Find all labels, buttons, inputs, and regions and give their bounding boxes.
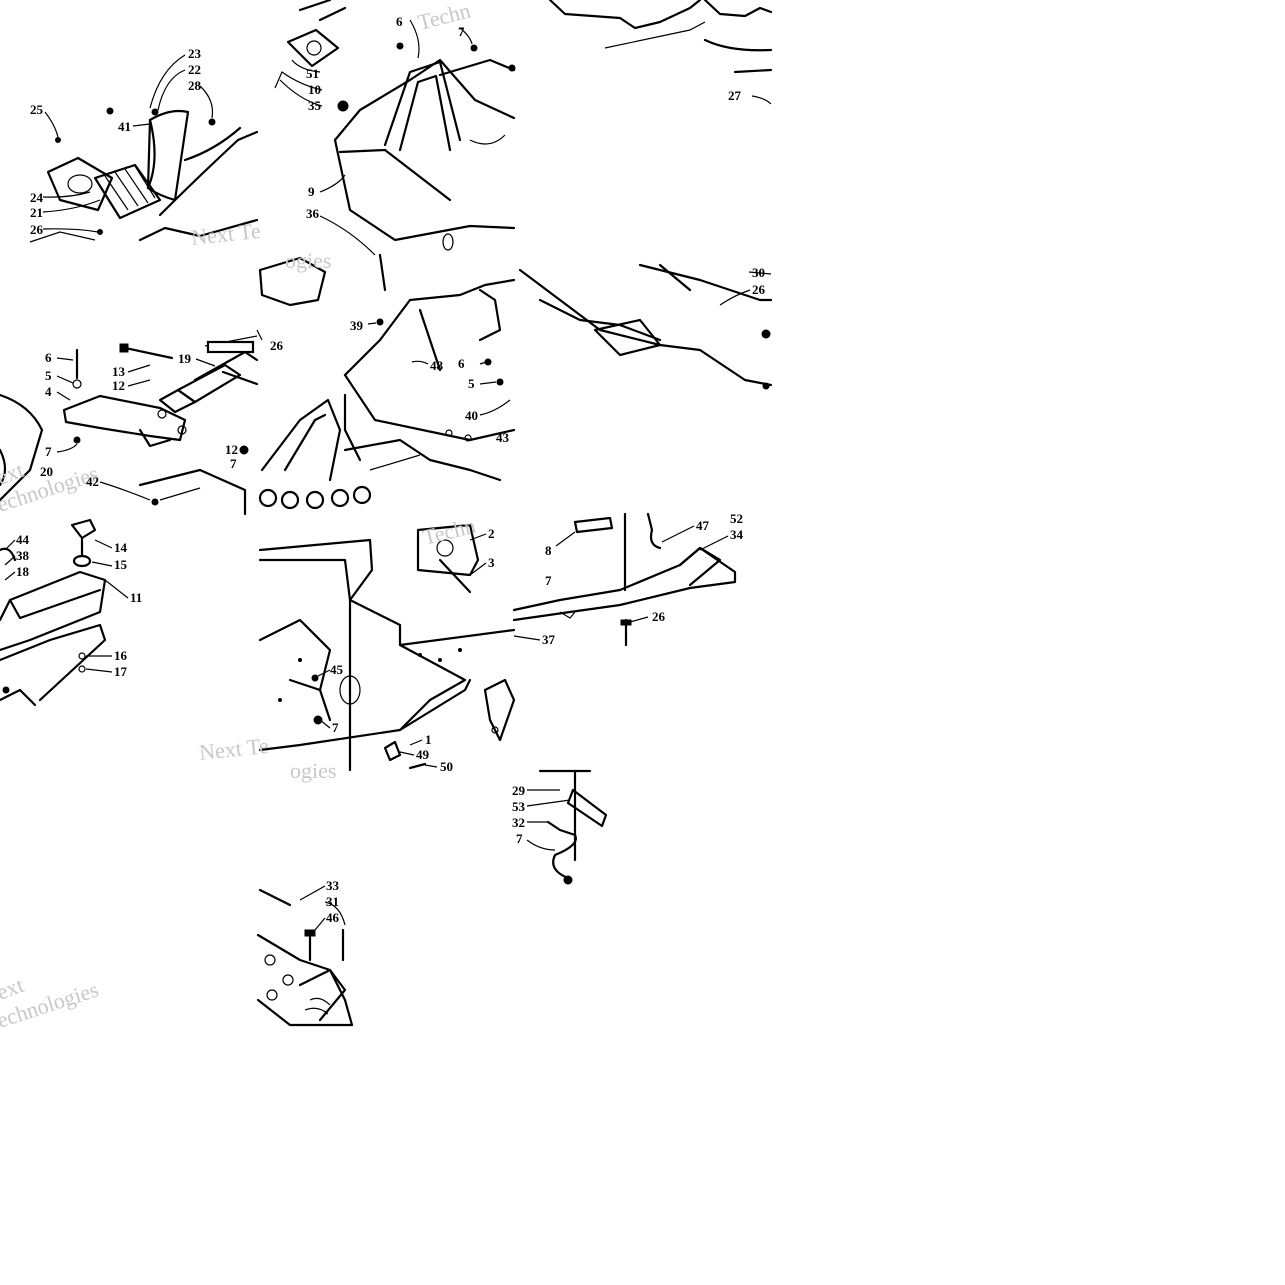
callout-46: 46 — [326, 910, 340, 925]
callout-6: 6 — [458, 356, 465, 371]
callout-18: 18 — [16, 564, 30, 579]
callout-47: 47 — [696, 518, 710, 533]
callout-44: 44 — [16, 532, 30, 547]
callout-27: 27 — [728, 88, 742, 103]
callout-13: 13 — [112, 364, 126, 379]
callout-26: 26 — [270, 338, 284, 353]
callout-29: 29 — [512, 783, 526, 798]
callout-35: 35 — [308, 98, 322, 113]
callout-20: 20 — [40, 464, 53, 479]
callout-16: 16 — [114, 648, 128, 663]
callout-7: 7 — [516, 831, 523, 846]
tile-steering-bracket — [0, 335, 259, 516]
callout-51: 51 — [306, 66, 319, 81]
callout-37: 37 — [542, 632, 556, 647]
tile-rear-tunnel — [518, 263, 773, 390]
watermark-ogies: ogies — [285, 248, 331, 273]
callout-49: 49 — [416, 747, 430, 762]
callout-7: 7 — [45, 444, 52, 459]
callout-7: 7 — [332, 720, 339, 735]
tile-hitch-plate — [256, 885, 354, 1027]
callout-39: 39 — [350, 318, 364, 333]
callout-32: 32 — [512, 815, 525, 830]
callout-7: 7 — [230, 456, 237, 471]
callout-40: 40 — [465, 408, 478, 423]
tile-main-chassis — [258, 523, 516, 772]
callout-21: 21 — [30, 205, 43, 220]
callout-5: 5 — [45, 368, 52, 383]
callout-4: 4 — [45, 384, 52, 399]
tile-exhaust-manifold — [29, 54, 259, 243]
watermark-next-te: Next Te — [190, 218, 262, 250]
callout-36: 36 — [306, 206, 320, 221]
tile-suspension-frame — [256, 253, 516, 510]
callout-30: 30 — [752, 265, 765, 280]
tile-front-bumper — [274, 0, 516, 256]
callout-25: 25 — [30, 102, 44, 117]
callout-26: 26 — [752, 282, 766, 297]
callout-42: 42 — [86, 474, 99, 489]
callout-5: 5 — [468, 376, 475, 391]
callout-2: 2 — [488, 526, 495, 541]
watermark-techn: Techn — [420, 513, 478, 550]
callout-22: 22 — [188, 62, 201, 77]
callout-53: 53 — [512, 799, 526, 814]
callout-45: 45 — [330, 662, 344, 677]
watermarks: Next Te ogies Techn ext echnologies Next… — [0, 0, 478, 1033]
callout-24: 24 — [30, 190, 44, 205]
callout-26: 26 — [30, 222, 44, 237]
callout-10: 10 — [308, 82, 321, 97]
callout-11: 11 — [130, 590, 142, 605]
callout-12: 12 — [112, 378, 125, 393]
watermark-next-te: Next Te — [198, 733, 270, 765]
callout-33: 33 — [326, 878, 340, 893]
watermark-ogies: ogies — [290, 758, 336, 783]
callout-1: 1 — [425, 732, 432, 747]
callout-3: 3 — [488, 555, 495, 570]
callout-50: 50 — [440, 759, 453, 774]
callout-52: 52 — [730, 511, 743, 526]
tile-tunnel-rail — [512, 512, 737, 647]
tile-rear-bumper-bracket — [526, 769, 608, 885]
callout-19: 19 — [178, 351, 192, 366]
callout-6: 6 — [396, 14, 403, 29]
callout-28: 28 — [188, 78, 202, 93]
callout-38: 38 — [16, 548, 30, 563]
callout-6: 6 — [45, 350, 52, 365]
callout-48: 48 — [430, 358, 444, 373]
tile-rear-section — [548, 0, 773, 105]
callout-41: 41 — [118, 119, 131, 134]
callout-34: 34 — [730, 527, 744, 542]
callout-23: 23 — [188, 46, 202, 61]
callout-43: 43 — [496, 430, 510, 445]
callout-8: 8 — [545, 543, 552, 558]
callout-labels: 23 22 28 25 41 24 21 26 6 7 51 10 35 9 3… — [16, 14, 766, 925]
callout-17: 17 — [114, 664, 128, 679]
callout-12: 12 — [225, 442, 238, 457]
callout-26: 26 — [652, 609, 666, 624]
tile-footrest — [0, 518, 129, 707]
callout-31: 31 — [326, 894, 339, 909]
callout-7: 7 — [545, 573, 552, 588]
callout-7: 7 — [458, 24, 465, 39]
callout-14: 14 — [114, 540, 128, 555]
callout-9: 9 — [308, 184, 315, 199]
callout-15: 15 — [114, 557, 128, 572]
